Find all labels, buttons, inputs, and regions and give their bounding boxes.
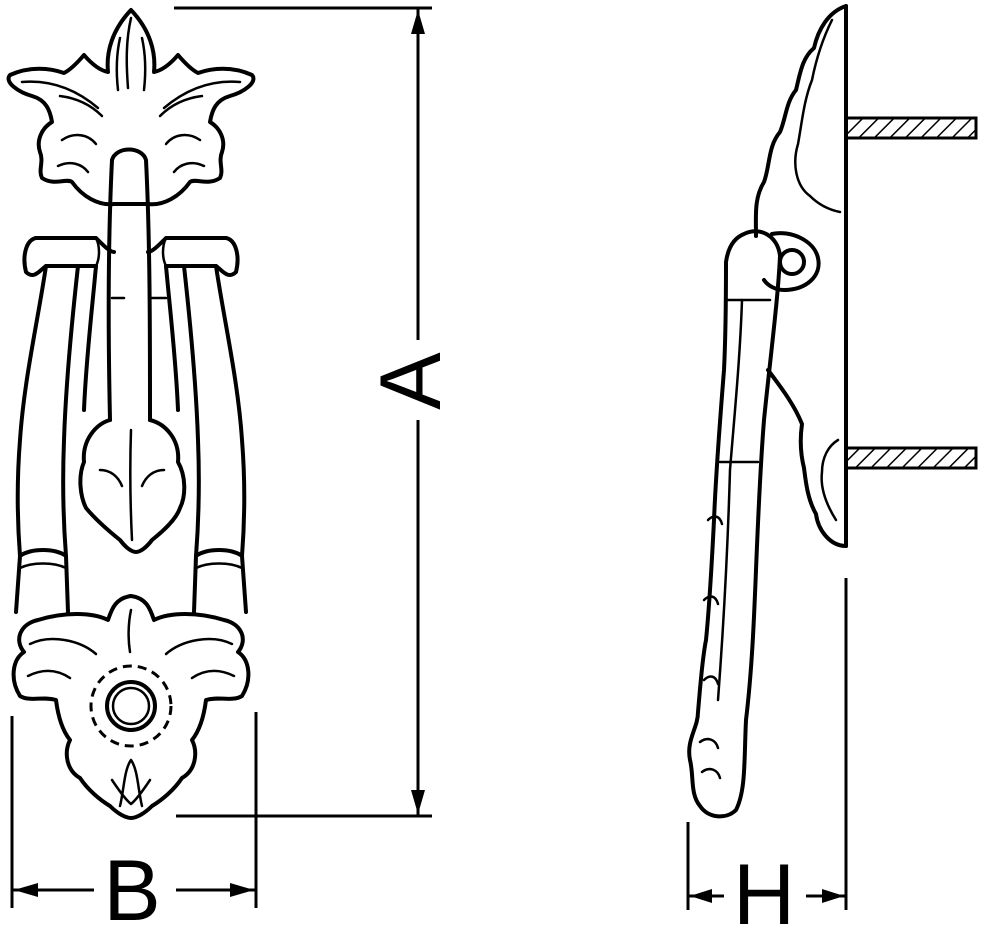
upper-screw	[844, 116, 978, 140]
lower-collars	[14, 548, 248, 614]
side-mounting-screws	[844, 116, 978, 470]
dimension-b: B	[10, 712, 258, 939]
knocker-arm	[78, 147, 187, 554]
dimension-a: A	[174, 6, 459, 818]
dimension-b-label: B	[103, 843, 160, 939]
left-leg	[15, 264, 98, 558]
hinge-bar	[22, 236, 240, 300]
lower-screw	[844, 446, 978, 470]
side-knocker-arm	[687, 229, 782, 819]
dimension-a-label: A	[363, 352, 459, 410]
bottom-rosette	[11, 594, 251, 820]
top-leaf-ornament	[6, 8, 256, 207]
side-view	[687, 4, 978, 819]
dimension-h-label: H	[733, 847, 795, 943]
side-back-plate	[753, 4, 848, 548]
front-view	[6, 8, 256, 820]
side-hinge-boss	[762, 231, 821, 292]
right-leg	[164, 264, 247, 558]
dimension-h: H	[686, 578, 848, 943]
